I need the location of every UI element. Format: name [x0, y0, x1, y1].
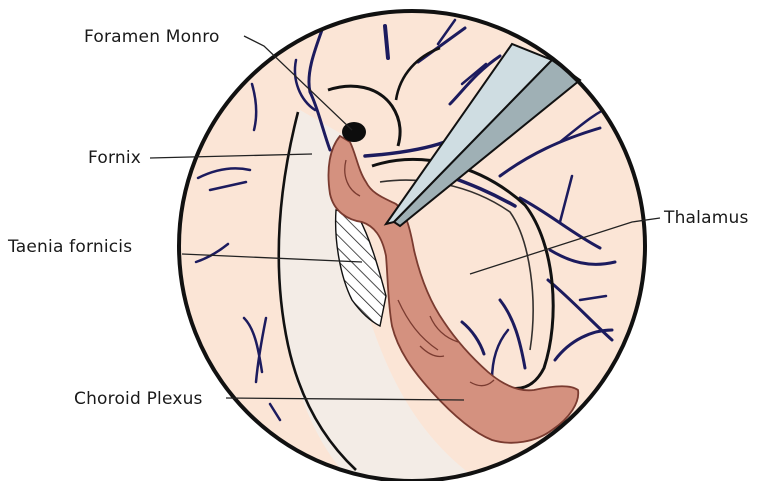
label-taenia-fornicis: Taenia fornicis: [7, 237, 132, 257]
foramen-opening-icon: [342, 122, 366, 142]
label-fornix: Fornix: [88, 148, 141, 168]
label-foramen-monro: Foramen Monro: [84, 27, 220, 47]
label-choroid-plexus: Choroid Plexus: [74, 389, 203, 409]
label-thalamus: Thalamus: [663, 208, 749, 228]
